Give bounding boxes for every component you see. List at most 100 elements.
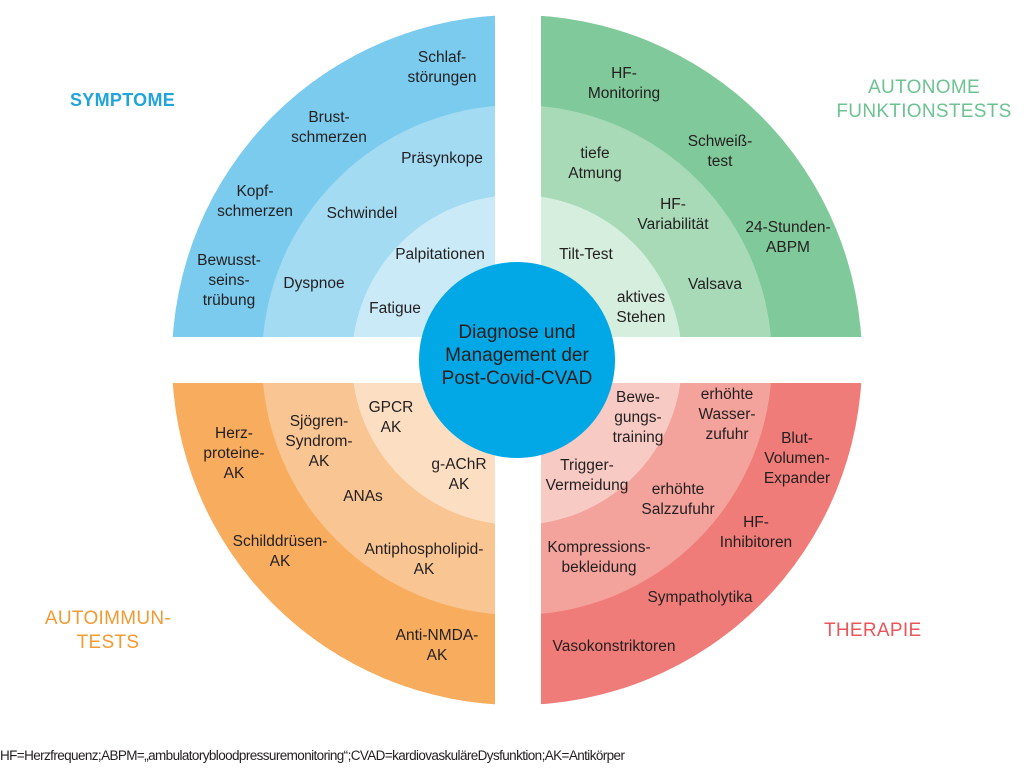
label-autoimmun-anas: ANAs	[343, 488, 383, 505]
label-line: Tilt-Test	[559, 246, 613, 263]
label-line: Atmung	[568, 165, 621, 182]
label-symptome-palpitationen: Palpitationen	[395, 246, 485, 263]
label-autoimmun-gpcr: GPCR AK	[369, 399, 414, 436]
label-therapie-sympath: Sympatholytika	[647, 589, 752, 606]
label-autonom-schweiss: Schweiß-test	[688, 133, 753, 170]
label-line: Sympatholytika	[647, 589, 752, 606]
center-title-line: Management der	[445, 345, 589, 366]
label-line: Volumen-	[764, 450, 829, 467]
label-line: Schweiß-	[688, 133, 753, 150]
title-line: FUNKTIONSTESTS	[836, 101, 1012, 122]
label-line: gungs-	[614, 409, 661, 426]
quadrant-title-therapie: THERAPIE	[824, 619, 921, 643]
label-line: Palpitationen	[395, 246, 485, 263]
label-line: Anti-NMDA-	[396, 627, 479, 644]
label-line: Antiphospholipid-	[365, 541, 484, 558]
label-line: Vermeidung	[546, 477, 629, 494]
label-line: proteine-	[203, 445, 264, 462]
label-line: Trigger-	[560, 457, 614, 474]
label-therapie-vaso: Vasokonstriktoren	[553, 638, 676, 655]
label-line: AK	[381, 419, 402, 436]
label-line: Brust-	[308, 109, 349, 126]
label-symptome-dyspnoe: Dyspnoe	[283, 275, 344, 292]
label-line: Wasser-	[698, 406, 755, 423]
label-line: Monitoring	[588, 85, 660, 102]
label-therapie-blut: Blut-Volumen-Expander	[764, 430, 830, 487]
label-line: test	[708, 153, 734, 170]
label-line: 24-Stunden-	[745, 219, 830, 236]
label-autoimmun-herz: Herz-proteine-AK	[203, 425, 264, 482]
label-line: AK	[449, 476, 470, 493]
label-line: Vasokonstriktoren	[553, 638, 676, 655]
title-line: TESTS	[76, 632, 140, 653]
label-line: Fatigue	[369, 300, 421, 317]
label-line: Schwindel	[327, 205, 398, 222]
label-symptome-praesynkope: Präsynkope	[401, 150, 483, 167]
label-autoimmun-schild: Schilddrüsen-AK	[233, 533, 328, 570]
label-line: Blut-	[781, 430, 813, 447]
label-autoimmun-gachr: g-AChR AK	[431, 456, 486, 493]
label-line: Syndrom-	[285, 433, 352, 450]
label-therapie-hfinh: HF-Inhibitoren	[720, 514, 792, 551]
label-line: AK	[309, 453, 330, 470]
segment-labels: Schlaf-störungenBrust-schmerzenKopf-schm…	[197, 49, 831, 664]
label-line: Präsynkope	[401, 150, 483, 167]
label-autonom-hfmon: HF- Monitoring	[588, 65, 660, 102]
label-line: Variabilität	[637, 216, 709, 233]
label-line: Valsava	[688, 276, 742, 293]
label-line: AK	[427, 647, 448, 664]
label-symptome-brust: Brust-schmerzen	[291, 109, 367, 146]
label-line: Salzzufuhr	[641, 501, 714, 518]
label-line: HF-	[660, 196, 686, 213]
label-line: Bewe-	[616, 389, 660, 406]
center-title-line: Post-Covid-CVAD	[442, 368, 593, 389]
label-line: tiefe	[580, 145, 609, 162]
label-symptome-bewusst: Bewusst-seins-trübung	[197, 252, 261, 309]
label-symptome-kopf: Kopf-schmerzen	[217, 183, 293, 220]
quadrant-title-autonome-funktionstests: AUTONOME FUNKTIONSTESTS	[836, 76, 1012, 124]
label-line: schmerzen	[291, 129, 367, 146]
title-line: AUTOIMMUN-	[44, 608, 172, 629]
title-line: THERAPIE	[824, 620, 922, 641]
label-line: erhöhte	[652, 481, 705, 498]
label-line: erhöhte	[701, 386, 754, 403]
label-line: AK	[414, 561, 435, 578]
label-line: Schilddrüsen-	[233, 533, 328, 550]
label-line: seins-	[208, 272, 249, 289]
label-symptome-schwindel: Schwindel	[327, 205, 398, 222]
label-line: training	[613, 429, 664, 446]
label-therapie-bewegung: Bewe-gungs-training	[613, 389, 664, 446]
label-autonom-tilt: Tilt-Test	[559, 246, 613, 263]
label-line: Kopf-	[236, 183, 273, 200]
label-line: GPCR	[369, 399, 414, 416]
label-line: ABPM	[766, 239, 810, 256]
label-therapie-trigger: Trigger- Vermeidung	[546, 457, 629, 494]
label-line: störungen	[408, 69, 477, 86]
quadrant-rings	[172, 15, 862, 705]
quadrant-autoimmun	[172, 383, 495, 705]
label-line: bekleidung	[562, 559, 637, 576]
title-line: SYMPTOME	[70, 90, 176, 110]
label-autoimmun-nmda: Anti-NMDA- AK	[396, 627, 479, 664]
label-line: zufuhr	[705, 426, 748, 443]
label-line: Stehen	[616, 309, 665, 326]
center-circle	[419, 262, 615, 458]
quadrant-title-symptome: SYMPTOME	[70, 88, 175, 112]
label-autonom-valsava: Valsava	[688, 276, 742, 293]
label-line: ANAs	[343, 488, 383, 505]
label-line: HF-	[611, 65, 637, 82]
label-line: Herz-	[215, 425, 253, 442]
label-line: Kompressions-	[547, 539, 650, 556]
label-line: HF-	[743, 514, 769, 531]
label-symptome-schlaf: Schlaf-störungen	[408, 49, 477, 86]
label-line: g-AChR	[431, 456, 486, 473]
label-symptome-fatigue: Fatigue	[369, 300, 421, 317]
center-title-line: Diagnose und	[458, 322, 575, 343]
label-line: trübung	[203, 292, 256, 309]
